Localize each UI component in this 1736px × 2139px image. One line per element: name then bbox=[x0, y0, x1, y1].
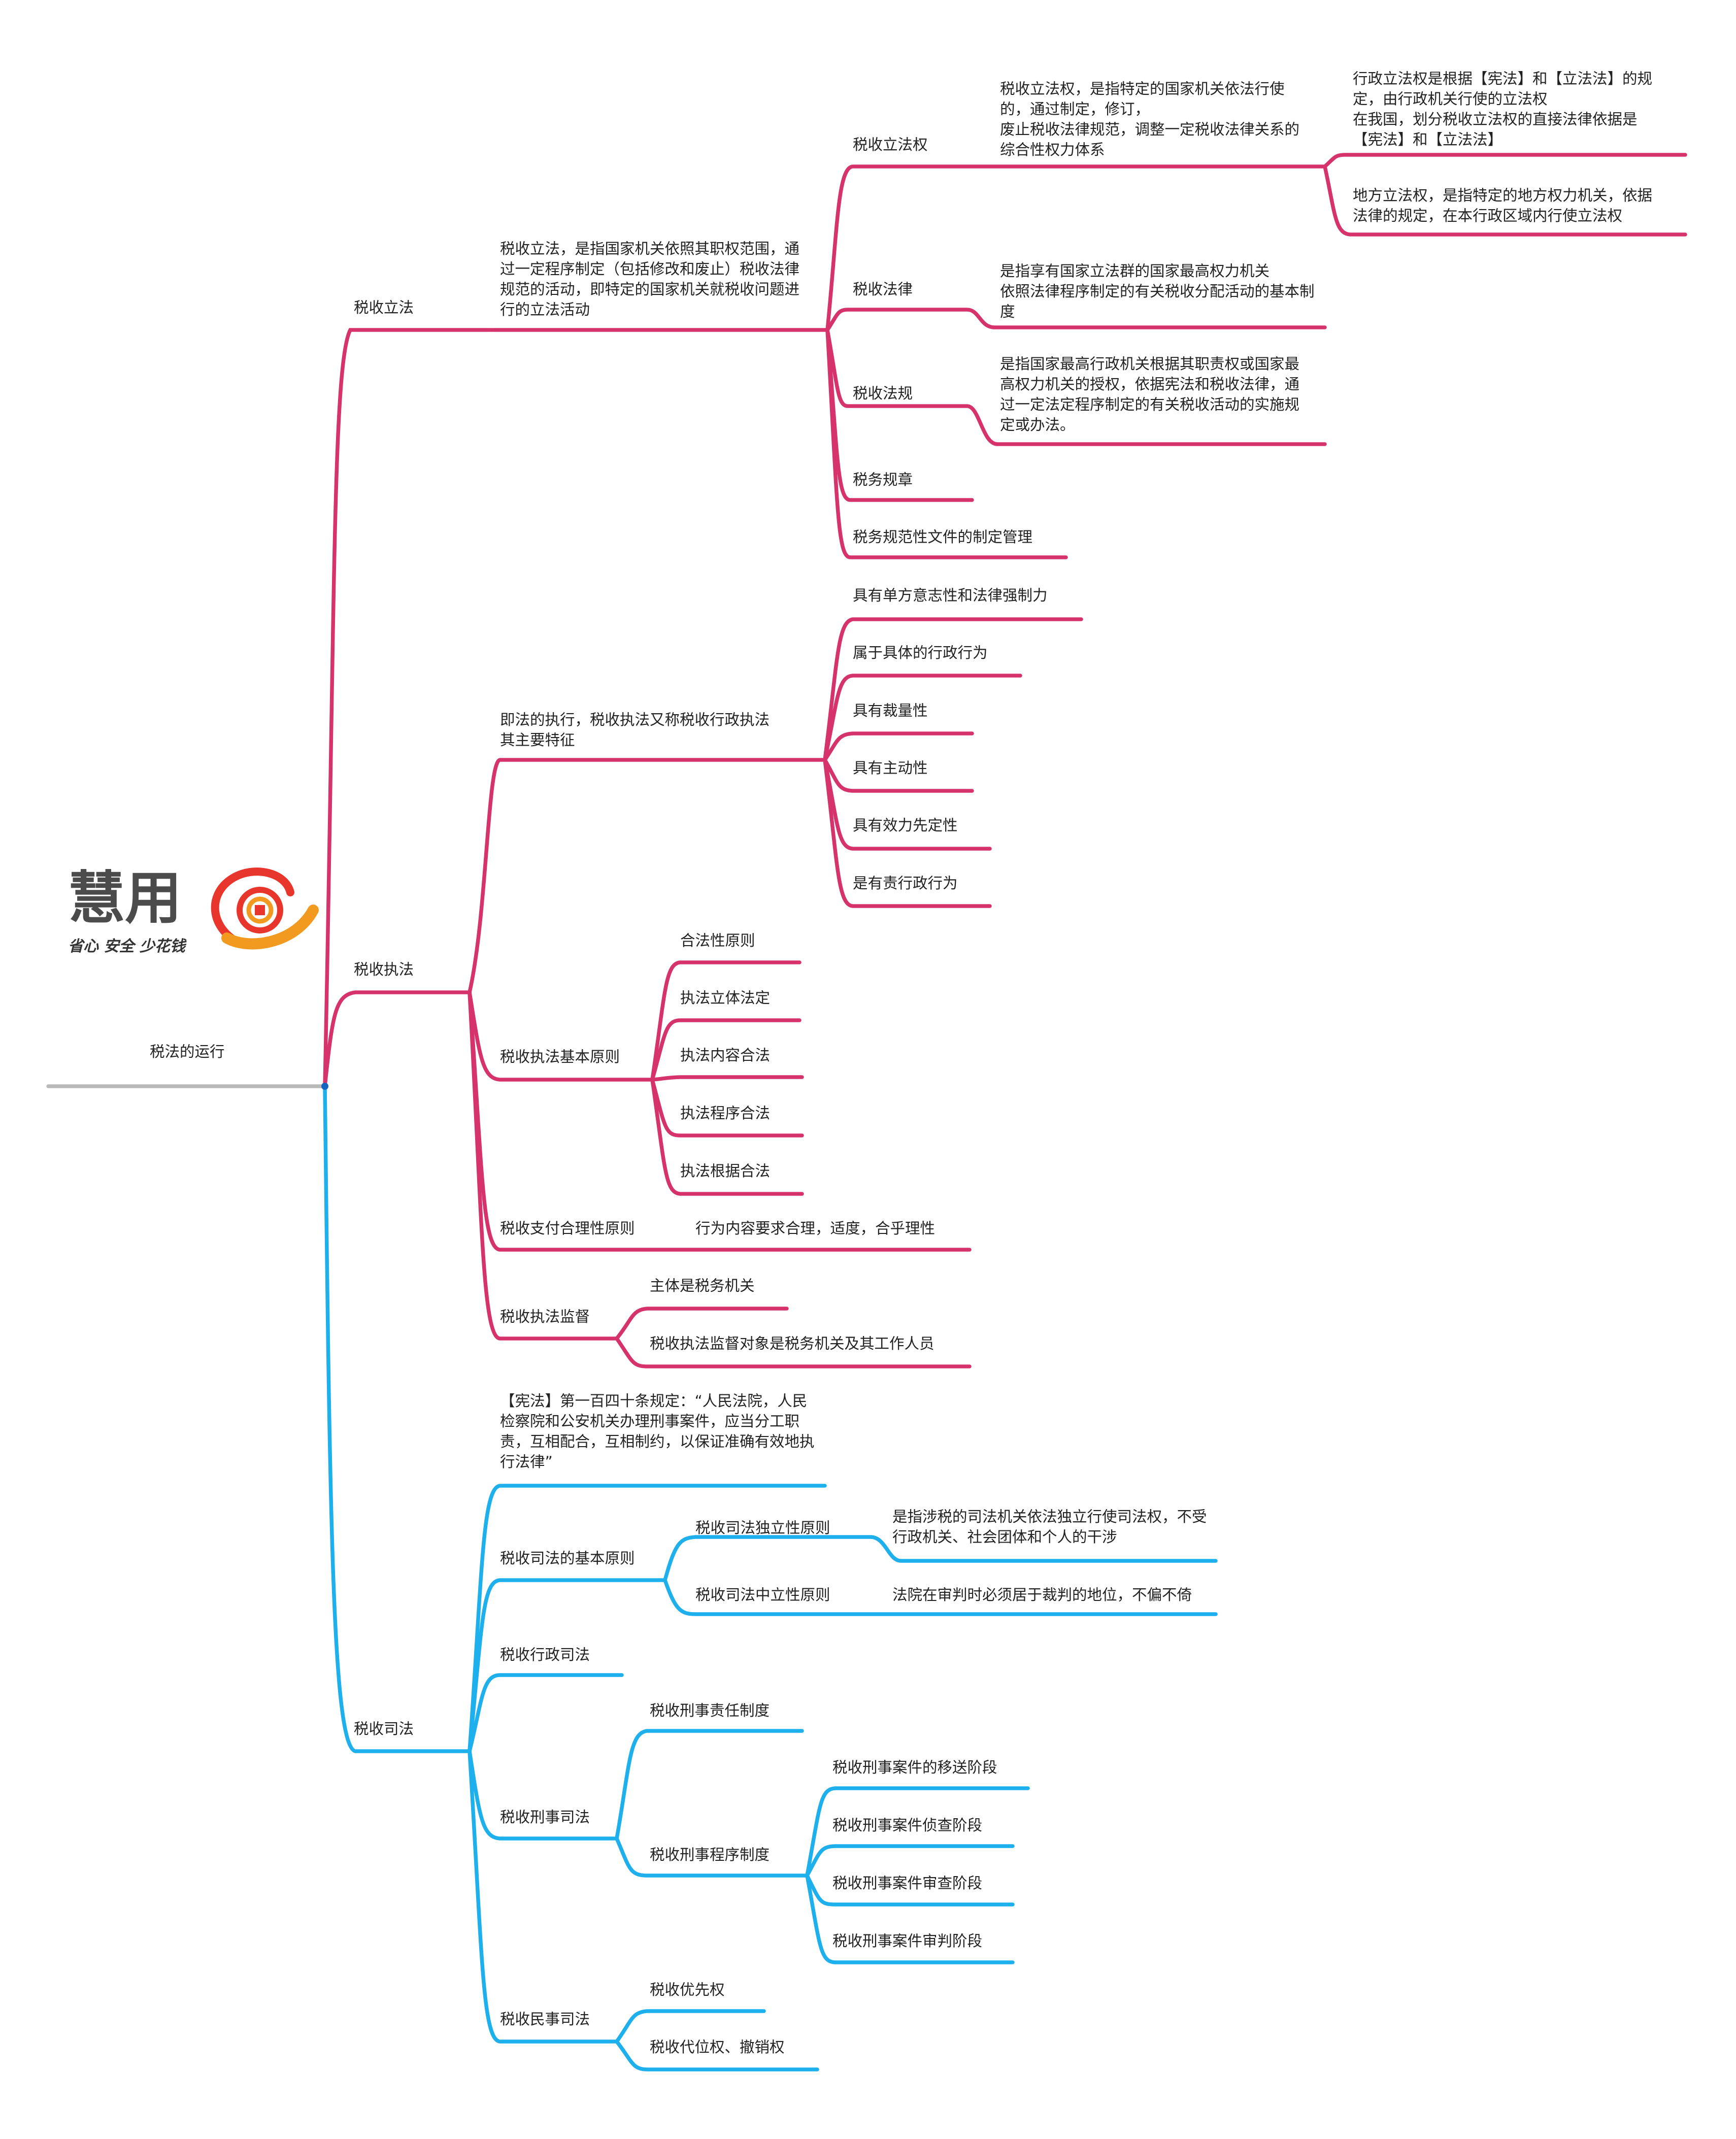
node-tax-law-desc[interactable]: 是指享有国家立法群的国家最高权力机关 依照法律程序制定的有关税收分配活动的基本制… bbox=[1000, 262, 1315, 320]
node-principle[interactable]: 执法根据合法 bbox=[680, 1162, 771, 1180]
node-civil-item[interactable]: 税收代位权、撤销权 bbox=[650, 2038, 785, 2056]
node-enforcement-principles[interactable]: 税收执法基本原则 bbox=[500, 1048, 620, 1065]
node-principle[interactable]: 执法内容合法 bbox=[680, 1047, 771, 1064]
node-civil-judicial[interactable]: 税收民事司法 bbox=[500, 2011, 590, 2028]
root-label[interactable]: 税法的运行 bbox=[150, 1043, 225, 1060]
node-feature[interactable]: 是有责行政行为 bbox=[853, 875, 958, 892]
node-criminal-procedure[interactable]: 税收刑事程序制度 bbox=[650, 1846, 770, 1863]
enforcement-branch bbox=[323, 617, 1083, 1368]
node-tax-regulation-desc[interactable]: 是指国家最高行政机关根据其职责权或国家最高权力机关的授权，依据宪法和税收法律，通… bbox=[1000, 355, 1300, 433]
node-feature[interactable]: 具有单方意志性和法律强制力 bbox=[853, 587, 1048, 604]
node-criminal-stage[interactable]: 税收刑事案件的移送阶段 bbox=[832, 1759, 997, 1776]
node-enforcement[interactable]: 税收执法 bbox=[354, 961, 414, 978]
node-feature[interactable]: 具有效力先定性 bbox=[853, 817, 958, 834]
node-civil-item[interactable]: 税收优先权 bbox=[650, 1981, 725, 1998]
judicial-branch bbox=[323, 1084, 1218, 2071]
node-criminal-stage[interactable]: 税收刑事案件侦查阶段 bbox=[832, 1817, 983, 1834]
node-tax-law[interactable]: 税收法律 bbox=[853, 281, 913, 298]
node-admin-judicial[interactable]: 税收行政司法 bbox=[500, 1646, 590, 1663]
node-tax-rules[interactable]: 税务规章 bbox=[853, 471, 913, 488]
brand-logo: 慧用 省心 安全 少花钱 bbox=[66, 858, 320, 959]
node-feature[interactable]: 具有裁量性 bbox=[853, 702, 928, 719]
node-judicial-neutrality-desc[interactable]: 法院在审判时必须居于裁判的地位，不偏不倚 bbox=[892, 1586, 1192, 1603]
node-feature[interactable]: 具有主动性 bbox=[853, 759, 928, 777]
node-judicial-neutrality[interactable]: 税收司法中立性原则 bbox=[695, 1586, 830, 1603]
node-reasonableness-desc[interactable]: 行为内容要求合理，适度，合乎理性 bbox=[695, 1220, 936, 1237]
coin-swirl-logo-icon: 慧用 省心 安全 少花钱 bbox=[68, 865, 319, 955]
node-criminal-stage[interactable]: 税收刑事案件审判阶段 bbox=[832, 1932, 983, 1950]
legislation-branch bbox=[323, 153, 1687, 1088]
node-criminal-liability[interactable]: 税收刑事责任制度 bbox=[650, 1702, 770, 1719]
node-principle[interactable]: 合法性原则 bbox=[680, 932, 755, 949]
node-supervision-item[interactable]: 税收执法监督对象是税务机关及其工作人员 bbox=[650, 1335, 934, 1352]
root-node-dot bbox=[321, 1083, 328, 1090]
node-judicial-basic-principles[interactable]: 税收司法的基本原则 bbox=[500, 1550, 635, 1567]
logo-wordmark: 慧用 bbox=[68, 865, 182, 931]
node-feature[interactable]: 属于具体的行政行为 bbox=[853, 644, 988, 661]
node-principle[interactable]: 执法程序合法 bbox=[680, 1105, 771, 1122]
node-enforcement-features[interactable]: 即法的执行，税收执法又称税收行政执法 其主要特征 bbox=[500, 711, 770, 749]
node-local-legislative-power[interactable]: 地方立法权，是指特定的地方权力机关，依据法律的规定，在本行政区域内行使立法权 bbox=[1353, 187, 1653, 224]
node-principle[interactable]: 执法立体法定 bbox=[680, 989, 771, 1007]
node-tax-regulation[interactable]: 税收法规 bbox=[853, 385, 913, 402]
node-admin-legislative-power[interactable]: 行政立法权是根据【宪法】和【立法法】的规定，由行政机关行使的立法权 在我国，划分… bbox=[1353, 70, 1653, 148]
node-reasonableness-principle[interactable]: 税收支付合理性原则 bbox=[500, 1220, 635, 1237]
node-enforcement-supervision[interactable]: 税收执法监督 bbox=[500, 1308, 590, 1325]
node-constitution-article[interactable]: 【宪法】第一百四十条规定：“人民法院，人民检察院和公安机关办理刑事案件，应当分工… bbox=[500, 1392, 815, 1470]
node-legislative-power[interactable]: 税收立法权 bbox=[853, 136, 928, 153]
node-legislation[interactable]: 税收立法 bbox=[354, 299, 414, 316]
node-judicial[interactable]: 税收司法 bbox=[354, 1720, 414, 1737]
logo-slogan: 省心 安全 少花钱 bbox=[68, 938, 187, 955]
node-criminal-judicial[interactable]: 税收刑事司法 bbox=[500, 1809, 590, 1826]
node-legislative-power-desc[interactable]: 税收立法权，是指特定的国家机关依法行使的，通过制定，修订， 废止税收法律规范，调… bbox=[1000, 80, 1300, 158]
node-criminal-stage[interactable]: 税收刑事案件审查阶段 bbox=[832, 1875, 983, 1892]
node-legislation-definition[interactable]: 税收立法，是指国家机关依照其职权范围，通过一定程序制定（包括修改和废止）税收法律… bbox=[500, 240, 800, 318]
node-supervision-item[interactable]: 主体是税务机关 bbox=[650, 1277, 755, 1294]
node-judicial-independence-desc[interactable]: 是指涉税的司法机关依法独立行使司法权，不受行政机关、社会团体和个人的干涉 bbox=[892, 1508, 1207, 1546]
node-normative-documents[interactable]: 税务规范性文件的制定管理 bbox=[853, 528, 1033, 546]
node-judicial-independence[interactable]: 税收司法独立性原则 bbox=[695, 1519, 830, 1536]
